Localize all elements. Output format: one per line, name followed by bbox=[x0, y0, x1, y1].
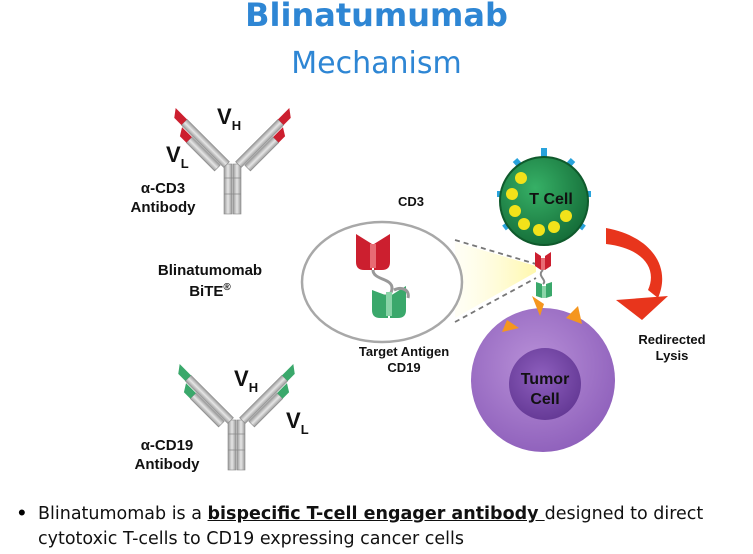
redirected-lysis-label-line1: Redirected bbox=[638, 332, 705, 347]
bullet-text: Blinatumomab is a bispecific T-cell enga… bbox=[38, 502, 750, 552]
cd3-antibody bbox=[174, 108, 291, 215]
mechanism-diagram: VH VL α-CD3 Antibody VH VL α-CD19 Antibo… bbox=[131, 104, 706, 473]
diagram-title: Blinatumumab bbox=[245, 0, 508, 34]
tumor-cell-label-line2: Cell bbox=[530, 391, 559, 408]
cd19-antibody bbox=[178, 364, 295, 471]
cd19-antibody-label-line1: α-CD19 bbox=[141, 437, 194, 454]
t-cell bbox=[497, 148, 591, 246]
vl-label-bottom: VL bbox=[286, 408, 309, 437]
zoom-beam bbox=[455, 242, 536, 318]
bullet-prefix: Blinatumomab is a bbox=[38, 504, 208, 524]
vh-label-top: VH bbox=[217, 104, 241, 133]
bite-label-line1: Blinatumomab bbox=[158, 262, 262, 279]
cd3-antibody-label-line1: α-CD3 bbox=[141, 180, 185, 197]
cd19-antibody-label-line2: Antibody bbox=[135, 456, 201, 473]
redirected-lysis-arrow bbox=[606, 228, 668, 320]
bite-zoom-ellipse bbox=[300, 220, 464, 344]
vh-label-bottom: VH bbox=[234, 366, 258, 395]
t-cell-label: T Cell bbox=[529, 191, 573, 208]
redirected-lysis-label-line2: Lysis bbox=[656, 348, 689, 363]
bite-label-line2: BiTE® bbox=[189, 282, 231, 300]
bullet-emphasis: bispecific T-cell engager antibody bbox=[207, 504, 545, 524]
diagram-subtitle: Mechanism bbox=[291, 46, 462, 81]
vl-label-top: VL bbox=[166, 142, 189, 171]
bullet-suffix: designed to direct cytotoxic T-cells to … bbox=[38, 504, 704, 549]
cd3-label: CD3 bbox=[398, 194, 424, 209]
bite-bridge bbox=[535, 252, 552, 298]
cd3-antibody-label-line2: Antibody bbox=[131, 199, 197, 216]
zoom-line-bottom bbox=[454, 277, 537, 323]
tumor-cell-label-line1: Tumor bbox=[521, 371, 570, 388]
tumor-cell bbox=[471, 296, 615, 452]
target-antigen-label-line1: Target Antigen bbox=[359, 344, 449, 359]
bullet-point: • Blinatumomab is a bispecific T-cell en… bbox=[0, 500, 753, 554]
target-antigen-label-line2: CD19 bbox=[387, 360, 420, 375]
bullet-dot: • bbox=[18, 500, 26, 525]
bite-molecule bbox=[356, 234, 410, 318]
